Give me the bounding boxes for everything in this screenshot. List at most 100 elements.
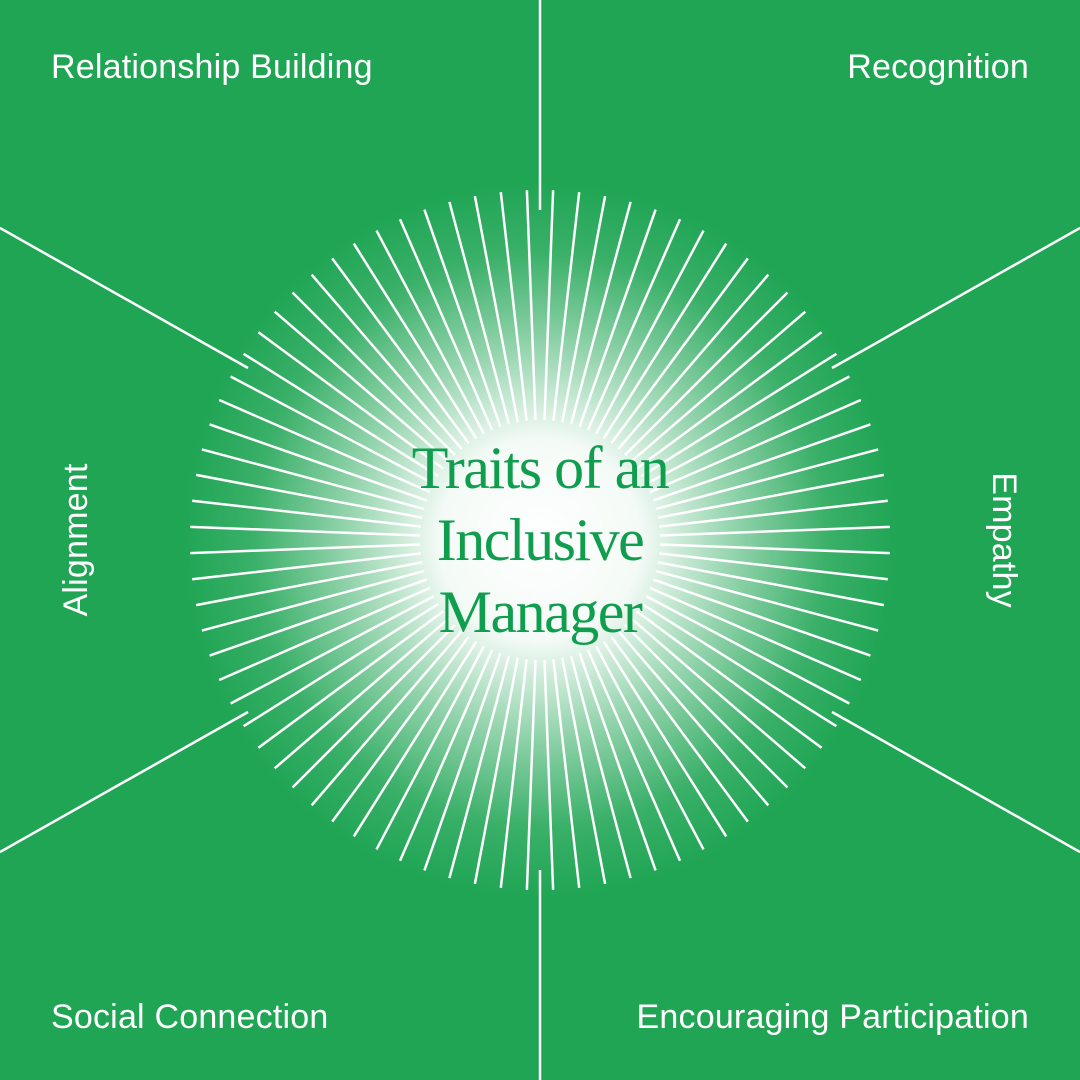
title-line-1: Traits of an bbox=[411, 435, 670, 501]
sunburst-ray bbox=[543, 190, 555, 421]
sunburst-ray bbox=[473, 195, 519, 423]
sunburst-ray bbox=[630, 617, 807, 770]
title-line-3: Manager bbox=[438, 579, 643, 645]
sunburst-ray bbox=[525, 190, 537, 421]
sunburst-ray bbox=[423, 209, 502, 428]
sunburst-ray bbox=[617, 273, 770, 450]
sunburst-ray bbox=[310, 273, 463, 450]
sunburst-ray bbox=[209, 423, 428, 502]
sunburst-ray bbox=[569, 201, 632, 425]
sunburst-ray bbox=[640, 352, 838, 478]
sunburst-ray bbox=[659, 552, 888, 581]
sunburst-ray bbox=[218, 586, 431, 682]
sunburst-ray bbox=[610, 257, 749, 445]
sunburst-ray bbox=[552, 192, 581, 421]
sunburst-ray bbox=[230, 594, 435, 705]
sunburst-ray bbox=[192, 552, 421, 581]
sunburst-ray bbox=[655, 569, 879, 632]
sunburst-ray bbox=[552, 659, 581, 888]
sunburst-ray bbox=[635, 331, 823, 470]
sunburst-ray bbox=[195, 561, 423, 607]
sunburst-ray bbox=[561, 195, 607, 423]
sunburst-ray bbox=[190, 525, 421, 537]
sunburst-ray bbox=[640, 602, 838, 728]
title-line-2: Inclusive bbox=[436, 507, 645, 573]
sunburst-ray bbox=[201, 569, 425, 632]
sunburst-ray bbox=[195, 473, 423, 519]
sunburst-ray bbox=[652, 578, 871, 657]
divider-upper-left bbox=[0, 226, 249, 370]
sunburst-ray bbox=[448, 201, 511, 425]
sunburst-ray bbox=[352, 640, 478, 838]
sunburst-ray bbox=[398, 218, 494, 431]
sunburst-ray bbox=[659, 543, 890, 555]
sunburst-ray bbox=[569, 655, 632, 879]
trait-recognition: Recognition bbox=[847, 48, 1029, 86]
sunburst-ray bbox=[257, 331, 445, 470]
sunburst-ray bbox=[375, 645, 486, 850]
sunburst-ray bbox=[602, 242, 728, 440]
sunburst-ray bbox=[578, 652, 657, 871]
sunburst-ray bbox=[291, 291, 456, 456]
sunburst-ray bbox=[578, 209, 657, 428]
sunburst-ray bbox=[398, 649, 494, 862]
sunburst-ray bbox=[423, 652, 502, 871]
trait-social-connection: Social Connection bbox=[51, 998, 329, 1036]
sunburst-ray bbox=[602, 640, 728, 838]
divider-lower-left bbox=[0, 710, 249, 854]
sunburst-ray bbox=[242, 602, 440, 728]
sunburst-ray bbox=[543, 659, 555, 890]
trait-empathy: Empathy bbox=[985, 472, 1023, 608]
sunburst-ray bbox=[331, 635, 470, 823]
sunburst-ray bbox=[218, 398, 431, 494]
sunburst-ray bbox=[617, 630, 770, 807]
sunburst-ray bbox=[649, 398, 862, 494]
sunburst-rays bbox=[190, 190, 890, 890]
sunburst-ray bbox=[375, 230, 486, 435]
sunburst-ray bbox=[652, 423, 871, 502]
sunburst-ray bbox=[209, 578, 428, 657]
sunburst-ray bbox=[610, 635, 749, 823]
sunburst-ray bbox=[473, 657, 519, 885]
sunburst-ray bbox=[659, 525, 890, 537]
diagram-title: Traits of an Inclusive Manager bbox=[330, 432, 750, 648]
sunburst-ray bbox=[594, 230, 705, 435]
sunburst-ray bbox=[192, 499, 421, 528]
sunburst-ray bbox=[586, 649, 682, 862]
sunburst-ray bbox=[310, 630, 463, 807]
sunburst-ray bbox=[257, 610, 445, 749]
sunburst-ray bbox=[624, 624, 789, 789]
sunburst-ray bbox=[624, 291, 789, 456]
divider-upper-right bbox=[831, 226, 1080, 370]
sunburst-ray bbox=[649, 586, 862, 682]
sunburst-ray bbox=[230, 375, 435, 486]
sunburst-ray bbox=[630, 310, 807, 463]
sunburst-ray bbox=[645, 375, 850, 486]
sunburst-ray bbox=[273, 310, 450, 463]
sunburst-ray bbox=[352, 242, 478, 440]
sunburst-ray bbox=[657, 473, 885, 519]
sunburst-ray bbox=[635, 610, 823, 749]
sunburst-ray bbox=[242, 352, 440, 478]
sunburst-ray bbox=[448, 655, 511, 879]
sunburst-ray bbox=[586, 218, 682, 431]
sunburst-ray bbox=[659, 499, 888, 528]
sunburst-ray bbox=[499, 659, 528, 888]
trait-encouraging-participation: Encouraging Participation bbox=[636, 998, 1029, 1036]
sunburst-ray bbox=[645, 594, 850, 705]
trait-relationship-building: Relationship Building bbox=[51, 48, 373, 86]
sunburst-ray bbox=[273, 617, 450, 770]
sunburst-ray bbox=[655, 448, 879, 511]
sunburst-ray bbox=[190, 543, 421, 555]
trait-alignment: Alignment bbox=[57, 463, 95, 617]
sunburst-ray bbox=[594, 645, 705, 850]
sunburst-ray bbox=[499, 192, 528, 421]
sunburst-ray bbox=[201, 448, 425, 511]
sunburst-ray bbox=[331, 257, 470, 445]
sunburst-ray bbox=[291, 624, 456, 789]
sunburst-ray bbox=[657, 561, 885, 607]
sunburst-ray bbox=[525, 659, 537, 890]
divider-lower-right bbox=[831, 710, 1080, 854]
